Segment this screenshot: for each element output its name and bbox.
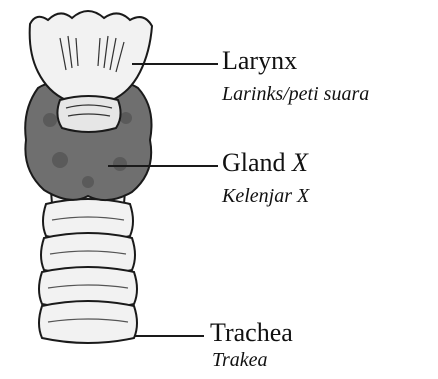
larynx-translation: Larinks/peti suara <box>222 84 369 104</box>
larynx-label: Larynx <box>222 48 297 74</box>
trachea <box>39 178 137 343</box>
gland-translation: Kelenjar X <box>222 186 309 206</box>
trachea-label: Trachea <box>210 320 293 346</box>
gland-name: Gland <box>222 148 286 177</box>
gland-label: Gland X <box>222 150 308 176</box>
trachea-translation: Trakea <box>212 350 268 370</box>
gland-variable: X <box>292 148 308 177</box>
